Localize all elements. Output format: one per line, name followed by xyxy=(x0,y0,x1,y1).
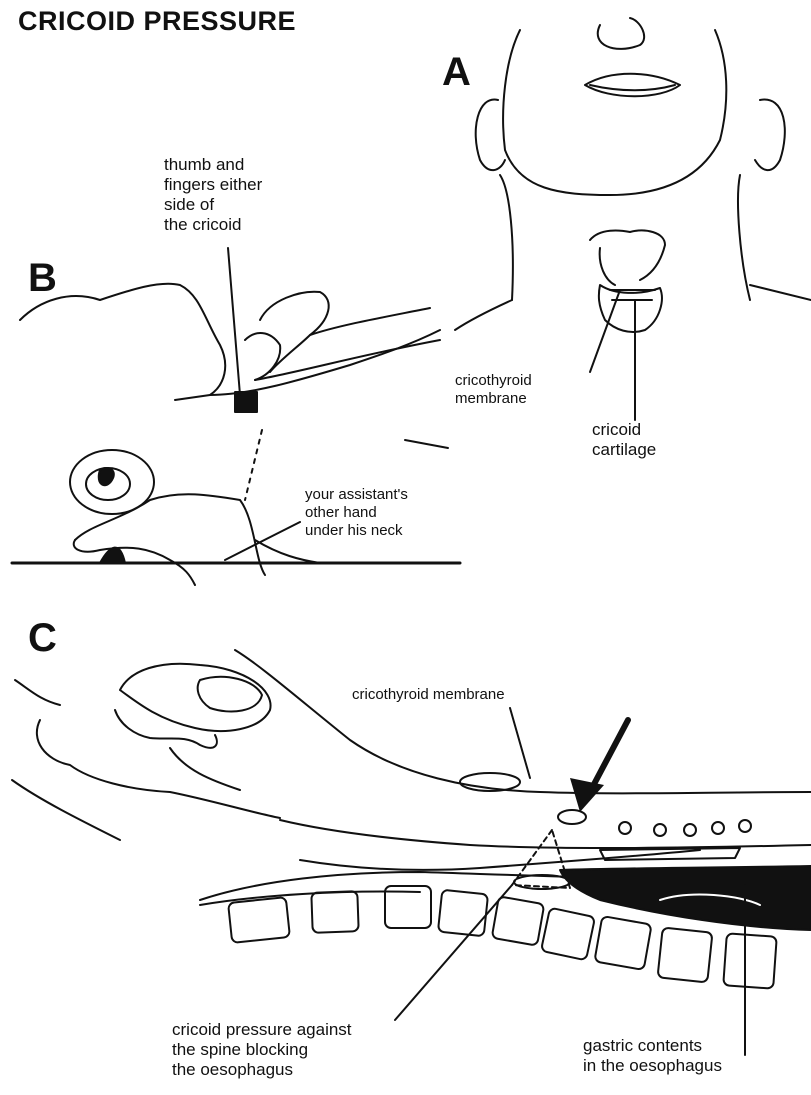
label-b-assistant-hand: your assistant's other hand under his ne… xyxy=(305,486,408,540)
label-c-cricothyroid-membrane: cricothyroid membrane xyxy=(352,686,505,704)
panel-a-letter: A xyxy=(442,50,471,95)
label-a-cricoid-cartilage: cricoid cartilage xyxy=(592,420,656,460)
panel-b-letter: B xyxy=(28,256,57,301)
label-a-cricothyroid-membrane: cricothyroid membrane xyxy=(455,372,532,408)
label-b-thumb-and-fingers: thumb and fingers either side of the cri… xyxy=(164,155,262,235)
label-c-gastric-contents: gastric contents in the oesophagus xyxy=(583,1036,722,1076)
panel-a-drawing xyxy=(455,18,811,420)
label-c-cricoid-pressure: cricoid pressure against the spine block… xyxy=(172,1020,352,1080)
figure-title: CRICOID PRESSURE xyxy=(18,6,296,37)
panel-c-drawing xyxy=(12,650,811,1055)
panel-c-letter: C xyxy=(28,616,57,661)
